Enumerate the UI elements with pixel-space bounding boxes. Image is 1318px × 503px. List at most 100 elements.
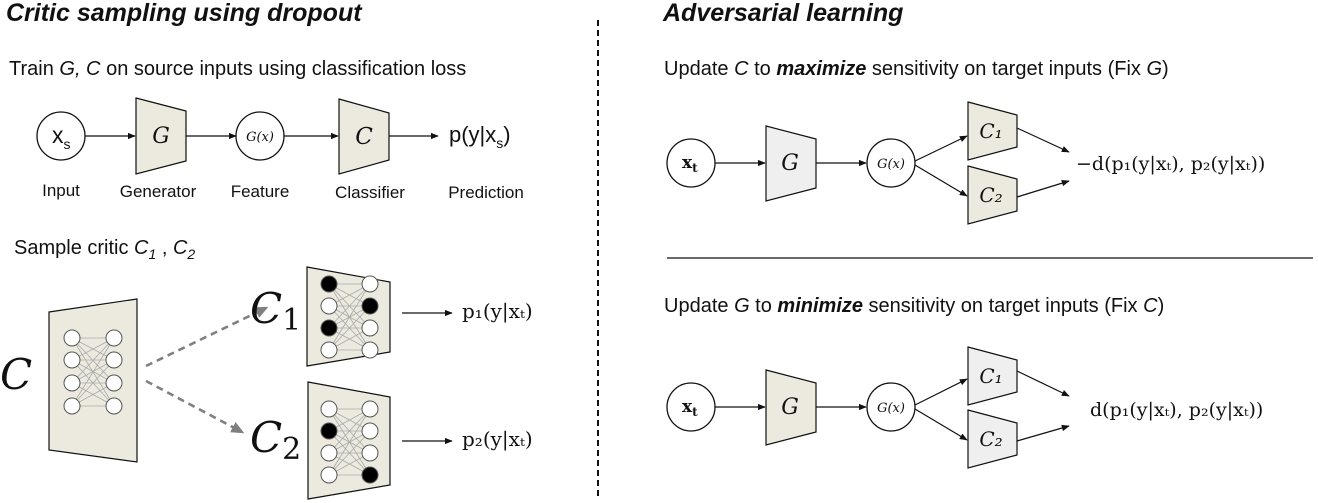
c1-network bbox=[320, 275, 379, 359]
c2-symbol-letter: C bbox=[250, 413, 282, 462]
caption-input: Input bbox=[42, 181, 80, 200]
max-generator-symbol: G bbox=[781, 151, 799, 176]
prediction-label: p(y|xs) bbox=[449, 122, 511, 151]
c1-symbol-sub: 1 bbox=[282, 303, 301, 338]
c1-edge bbox=[328, 283, 371, 351]
max-emph: maximize bbox=[776, 58, 866, 80]
c1-unit bbox=[320, 297, 338, 315]
c1-dropped-unit bbox=[320, 319, 338, 337]
base-critic-edge bbox=[71, 337, 115, 407]
c1-dropped-unit bbox=[320, 275, 338, 293]
train-instruction-post: on source inputs using classification lo… bbox=[101, 58, 467, 80]
input-node-label: xs bbox=[52, 122, 71, 152]
prediction-post: ) bbox=[503, 122, 510, 147]
min-end: ) bbox=[1158, 295, 1165, 317]
max-input-label: xt bbox=[682, 153, 698, 175]
prediction-sub: s bbox=[496, 135, 503, 151]
dashed-arrow-c2 bbox=[145, 379, 245, 434]
min-var: G bbox=[734, 295, 750, 317]
min-mid: to bbox=[750, 295, 778, 317]
caption-generator: Generator bbox=[120, 182, 197, 201]
generator-symbol: G bbox=[152, 124, 170, 149]
base-critic-edge bbox=[71, 337, 115, 384]
min-input-label: xt bbox=[682, 397, 698, 419]
min-feature-node bbox=[866, 382, 916, 432]
c1-symbol-letter: C bbox=[250, 284, 282, 333]
c2-unit bbox=[320, 466, 338, 484]
c2-symbol-sub: 2 bbox=[282, 432, 301, 467]
max-feature-label: G(x) bbox=[877, 157, 905, 172]
c2-unit bbox=[361, 400, 379, 418]
base-critic-unit bbox=[63, 374, 81, 392]
base-critic-edge bbox=[71, 359, 115, 407]
max-arrow-feature-c2 bbox=[914, 164, 968, 197]
classifier-symbol: C bbox=[355, 124, 373, 150]
max-input-symbol: x bbox=[682, 153, 693, 173]
max-c1-block bbox=[967, 101, 1018, 161]
max-arrow-c2-objective bbox=[1016, 180, 1070, 198]
feature-node-label: G(x) bbox=[246, 130, 274, 145]
min-arrow-feature-c1 bbox=[914, 378, 968, 406]
base-critic-unit bbox=[63, 397, 81, 415]
max-var: C bbox=[734, 58, 749, 80]
c1-unit bbox=[361, 275, 379, 293]
max-feature-node bbox=[866, 138, 916, 188]
max-fix: G bbox=[1146, 58, 1162, 80]
minimize-instruction: Update G to minimize sensitivity on targ… bbox=[664, 295, 1164, 317]
maximize-instruction: Update C to maximize sensitivity on targ… bbox=[664, 58, 1169, 80]
min-generator-symbol: G bbox=[781, 395, 799, 420]
min-input-sub: t bbox=[692, 405, 698, 419]
minimize-pipeline: xt G G(x) C₁ C₂ d(p₁(y|xₜ), p₂(y|xₜ)) bbox=[666, 346, 1263, 469]
c2-edge bbox=[328, 408, 371, 454]
max-c2-label: C₂ bbox=[979, 183, 1002, 207]
c2-dropped-unit bbox=[361, 466, 379, 484]
base-critic-network bbox=[63, 329, 123, 415]
caption-feature: Feature bbox=[231, 182, 290, 201]
source-pipeline: xs G G(x) C p(y|xs) Input Generator Feat… bbox=[36, 97, 524, 202]
base-critic-unit bbox=[63, 351, 81, 369]
base-critic-unit bbox=[105, 351, 123, 369]
min-arrow-c2-objective bbox=[1016, 424, 1070, 442]
caption-classifier: Classifier bbox=[335, 183, 405, 202]
train-instruction-pre: Train bbox=[9, 58, 59, 80]
generator-block bbox=[135, 97, 187, 175]
c2-unit bbox=[320, 444, 338, 462]
classifier-block bbox=[338, 98, 390, 175]
min-post: sensitivity on target inputs (Fix bbox=[863, 295, 1143, 317]
min-objective: d(p₁(y|xₜ), p₂(y|xₜ)) bbox=[1090, 399, 1263, 421]
min-input-symbol: x bbox=[682, 397, 693, 417]
input-node-sub: s bbox=[64, 136, 71, 152]
right-title: Adversarial learning bbox=[662, 0, 903, 27]
sample-c2-sub: 2 bbox=[186, 246, 195, 262]
min-pre: Update bbox=[664, 295, 734, 317]
max-arrow-c1-objective bbox=[1016, 127, 1070, 153]
base-critic-unit bbox=[105, 397, 123, 415]
c2-unit bbox=[361, 422, 379, 440]
c2-unit bbox=[320, 400, 338, 418]
min-arrow-c1-objective bbox=[1016, 370, 1070, 397]
c1-unit bbox=[320, 341, 338, 359]
min-emph: minimize bbox=[777, 295, 863, 317]
sample-c2: C bbox=[173, 237, 188, 259]
c1-edge bbox=[328, 283, 371, 329]
sampled-critic-2: C2 p₂(y|xₜ) bbox=[250, 381, 533, 500]
min-fix: C bbox=[1143, 295, 1158, 317]
sample-sep: , bbox=[156, 237, 173, 259]
min-generator-block bbox=[765, 369, 817, 446]
min-arrow-feature-c2 bbox=[914, 408, 968, 441]
c1-unit bbox=[361, 319, 379, 337]
dashed-arrow-c1 bbox=[145, 306, 269, 368]
base-critic-block bbox=[48, 298, 138, 463]
c2-output: p₂(y|xₜ) bbox=[462, 427, 533, 452]
c1-output: p₁(y|xₜ) bbox=[462, 299, 533, 324]
max-c2-block bbox=[967, 165, 1018, 225]
input-node-symbol: x bbox=[52, 122, 64, 148]
c1-edge bbox=[328, 305, 371, 351]
min-feature-label: G(x) bbox=[877, 401, 905, 416]
c1-unit bbox=[361, 341, 379, 359]
left-panel: Critic sampling using dropout Train G, C… bbox=[0, 0, 533, 500]
c2-symbol: C2 bbox=[250, 413, 301, 467]
sample-critic-pre: Sample critic bbox=[14, 237, 134, 259]
sampled-critic-1: C1 p₁(y|xₜ) bbox=[250, 266, 533, 367]
sample-c1-sub: 1 bbox=[148, 246, 156, 262]
